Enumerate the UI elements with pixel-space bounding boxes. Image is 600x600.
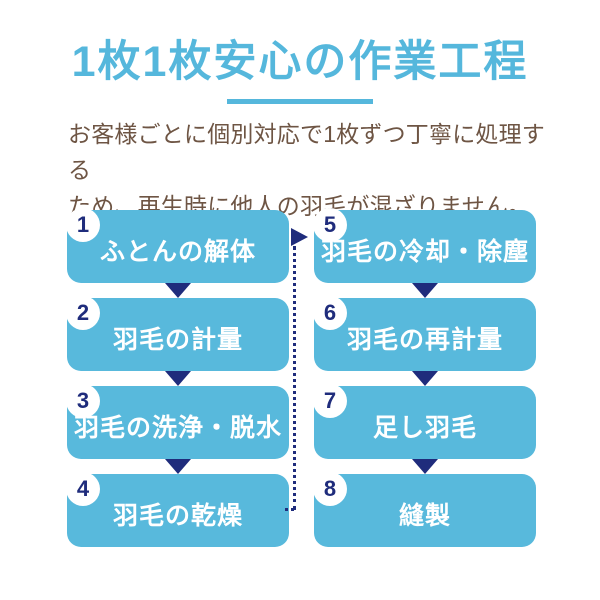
flow-column-right: 5 羽毛の冷却・除塵 6 羽毛の再計量 7 足し羽毛 8 縫製	[313, 208, 536, 547]
step-label-5: 羽毛の冷却・除塵	[320, 238, 529, 266]
flow-column-left: 1 ふとんの解体 2 羽毛の計量 3 羽毛の洗浄・脱水 4 羽毛の乾燥	[66, 208, 289, 547]
step-box-5: 5 羽毛の冷却・除塵	[313, 208, 536, 283]
description-text: お客様ごとに個別対応で1枚ずつ丁寧に処理するため、再生時に他人の羽毛が混ざりませ…	[68, 116, 558, 224]
step-box-8: 8 縫製	[313, 472, 536, 547]
step-number-6: 6	[323, 299, 337, 325]
step-number-badge-4: 4	[66, 472, 100, 506]
description-line-1: お客様ごとに個別対応で1枚ずつ丁寧に処理する	[68, 121, 545, 183]
step-number-badge-5: 5	[313, 208, 347, 242]
step-number-badge-2: 2	[66, 296, 100, 330]
step-label-2: 羽毛の計量	[112, 326, 243, 354]
step-box-4: 4 羽毛の乾燥	[66, 472, 289, 547]
step-number-8: 8	[323, 475, 337, 501]
step-number-badge-3: 3	[66, 384, 100, 418]
step-number-1: 1	[76, 211, 90, 237]
step-number-badge-8: 8	[313, 472, 347, 506]
page-title: 1枚1枚安心の作業工程	[71, 38, 529, 86]
title-underline	[227, 99, 373, 104]
step-box-1: 1 ふとんの解体	[66, 208, 289, 283]
step-box-6: 6 羽毛の再計量	[313, 296, 536, 371]
step-label-1: ふとんの解体	[99, 238, 256, 266]
step-box-3: 3 羽毛の洗浄・脱水	[66, 384, 289, 459]
right-arrow-icon	[291, 228, 308, 246]
down-arrow-icon	[412, 459, 438, 474]
step-label-7: 足し羽毛	[372, 414, 477, 442]
step-label-6: 羽毛の再計量	[346, 326, 503, 354]
down-arrow-icon	[165, 283, 191, 298]
step-label-8: 縫製	[398, 502, 451, 530]
step4-connector-foot	[285, 508, 294, 511]
down-arrow-icon	[165, 459, 191, 474]
step4-to-step5-dotted-line	[293, 246, 296, 510]
down-arrow-icon	[412, 283, 438, 298]
step-box-7: 7 足し羽毛	[313, 384, 536, 459]
step-number-badge-7: 7	[313, 384, 347, 418]
step-number-badge-6: 6	[313, 296, 347, 330]
step-number-5: 5	[323, 211, 337, 237]
step-number-2: 2	[76, 299, 90, 325]
down-arrow-icon	[165, 371, 191, 386]
step-label-3: 羽毛の洗浄・脱水	[73, 414, 282, 442]
step-number-3: 3	[76, 387, 90, 413]
step-number-badge-1: 1	[66, 208, 100, 242]
step-label-4: 羽毛の乾燥	[112, 502, 243, 530]
step-number-4: 4	[76, 475, 90, 501]
step-box-2: 2 羽毛の計量	[66, 296, 289, 371]
step-number-7: 7	[323, 387, 337, 413]
down-arrow-icon	[412, 371, 438, 386]
